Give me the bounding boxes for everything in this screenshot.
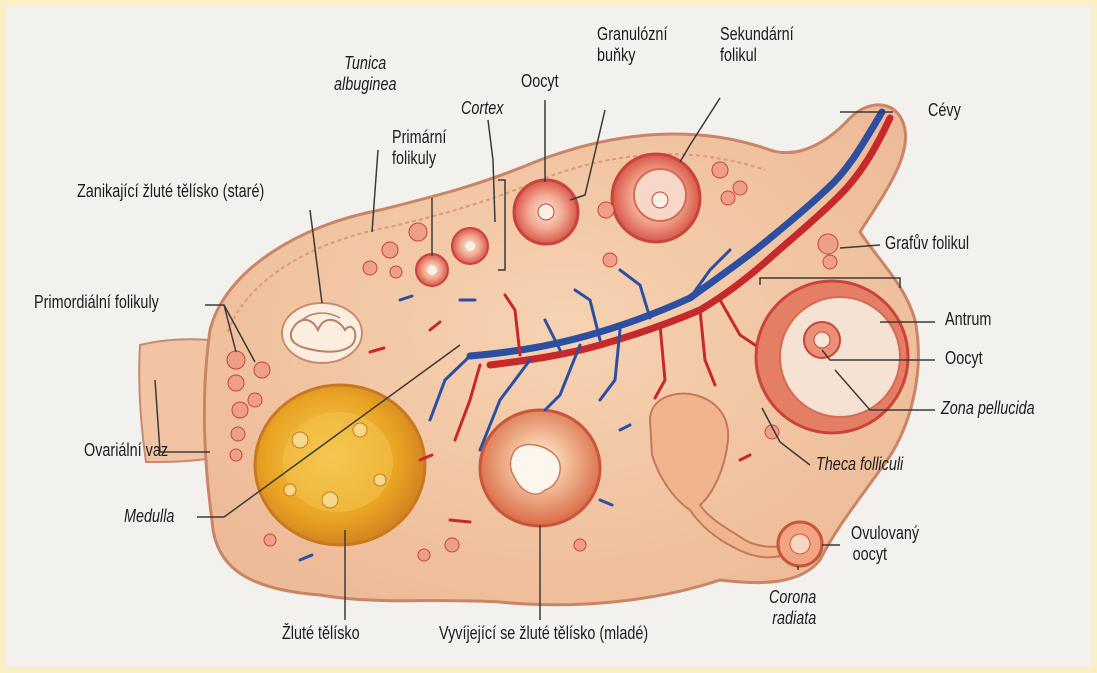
label-granulozni-line1: Granulózní bbox=[597, 24, 667, 45]
label-grafuv-folikul: Grafův folikul bbox=[885, 233, 969, 254]
label-zlute-telisko: Žluté tělísko bbox=[282, 623, 360, 644]
label-primarni-line1: Primární bbox=[392, 127, 446, 148]
label-oocyt-right: Oocyt bbox=[945, 348, 983, 369]
label-medulla: Medulla bbox=[124, 506, 174, 527]
label-primarni-line2: folikuly bbox=[392, 148, 446, 169]
label-sekundarni-line2: folikul bbox=[720, 45, 794, 66]
label-sekundarni-line1: Sekundární bbox=[720, 24, 794, 45]
label-corona-line1: Corona bbox=[769, 587, 816, 608]
label-oocyt-top: Oocyt bbox=[521, 71, 559, 92]
label-cortex: Cortex bbox=[461, 98, 503, 119]
label-tunica-albuginea: Tunica albuginea bbox=[334, 53, 396, 95]
label-ovulovany-oocyt: Ovulovaný oocyt bbox=[851, 523, 919, 565]
label-ovarialni-vaz: Ovariální vaz bbox=[84, 440, 168, 461]
label-primarni-folikuly: Primární folikuly bbox=[392, 127, 446, 169]
label-granulozni-bunky: Granulózní buňky bbox=[597, 24, 667, 66]
label-zanikajici-zlute-telisko: Zanikající žluté tělísko (staré) bbox=[77, 181, 264, 202]
primary-follicle-large bbox=[514, 180, 578, 244]
secondary-follicle bbox=[612, 154, 700, 242]
ovulated-oocyte bbox=[778, 522, 822, 566]
label-tunica-line1: Tunica bbox=[334, 53, 396, 74]
label-zona-pellucida: Zona pellucida bbox=[941, 398, 1035, 419]
corpus-luteum bbox=[255, 385, 425, 545]
label-ovulovany-line1: Ovulovaný bbox=[851, 523, 919, 544]
label-tunica-line2: albuginea bbox=[334, 74, 396, 95]
label-vyvijejici-zlute-telisko: Vyvíjející se žluté tělísko (mladé) bbox=[439, 623, 648, 644]
label-granulozni-line2: buňky bbox=[597, 45, 667, 66]
young-corpus-luteum bbox=[480, 410, 600, 526]
label-cevy: Cévy bbox=[928, 100, 961, 121]
corpus-albicans bbox=[282, 303, 362, 363]
label-corona-line2: radiata bbox=[769, 608, 816, 629]
label-sekundarni-folikul: Sekundární folikul bbox=[720, 24, 794, 66]
label-theca-folliculi: Theca folliculi bbox=[816, 454, 903, 475]
label-antrum: Antrum bbox=[945, 309, 991, 330]
label-corona-radiata: Corona radiata bbox=[769, 587, 816, 629]
label-ovulovany-line2: oocyt bbox=[851, 544, 919, 565]
label-primordialni-folikuly: Primordiální folikuly bbox=[34, 292, 159, 313]
